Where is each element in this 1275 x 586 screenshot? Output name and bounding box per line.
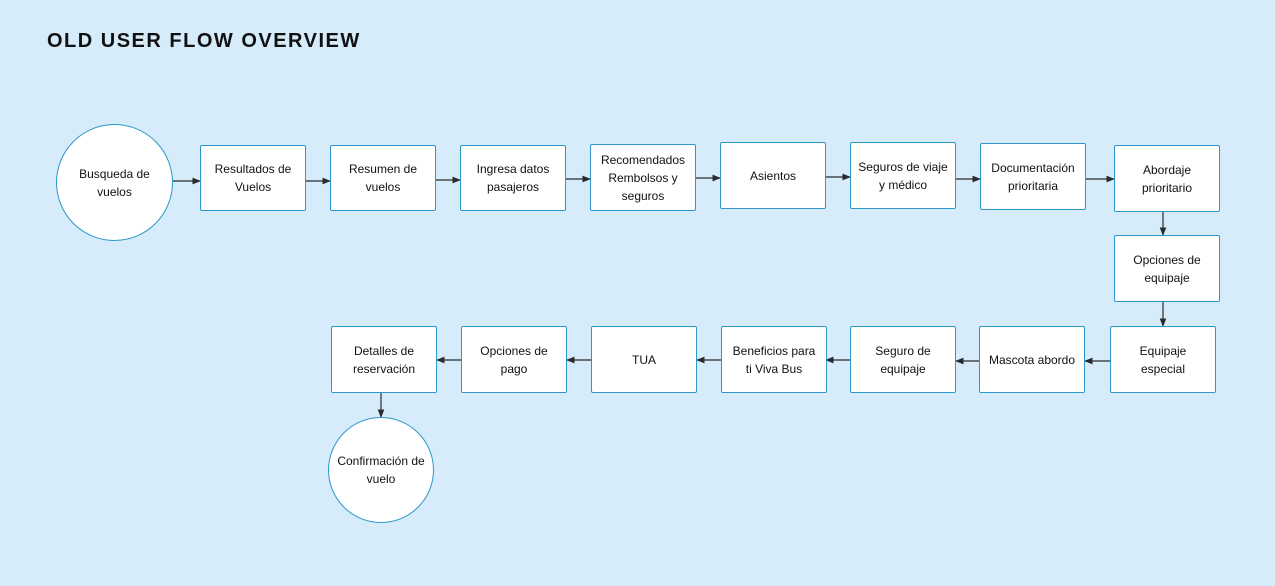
node-asientos: Asientos: [720, 142, 826, 209]
node-label: Ingresa datos pasajeros: [476, 162, 550, 194]
node-label: Asientos: [749, 168, 797, 183]
node-beneficios-viva-bus: Beneficios para ti Viva Bus: [721, 326, 827, 393]
node-label: Documentación prioritaria: [991, 160, 1075, 193]
node-mascota-abordo: Mascota abordo: [979, 326, 1085, 393]
node-opciones-de-pago: Opciones de pago: [461, 326, 567, 393]
node-label: Beneficios para ti Viva Bus: [732, 343, 816, 376]
node-detalles-de-reservacion: Detalles de reservación: [331, 326, 437, 393]
node-label: Equipaje especial: [1139, 343, 1187, 376]
node-seguro-de-equipaje: Seguro de equipaje: [850, 326, 956, 393]
node-busqueda-de-vuelos: Busqueda de vuelos: [56, 124, 173, 241]
node-documentacion-prioritaria: Documentación prioritaria: [980, 143, 1086, 210]
node-label: Resultados de Vuelos: [214, 162, 292, 194]
node-resultados-de-vuelos: Resultados de Vuelos: [200, 145, 306, 211]
node-label: Busqueda de vuelos: [79, 166, 150, 199]
node-abordaje-prioritario: Abordaje prioritario: [1114, 145, 1220, 212]
node-label: Confirmación de vuelo: [337, 454, 425, 486]
node-confirmacion-de-vuelo: Confirmación de vuelo: [328, 417, 434, 523]
page-title: OLD USER FLOW OVERVIEW: [47, 30, 361, 52]
node-label: Resumen de vuelos: [348, 162, 418, 194]
node-recomendados: Recomendados Rembolsos y seguros: [590, 144, 696, 211]
node-opciones-de-equipaje: Opciones de equipaje: [1114, 235, 1220, 302]
node-ingresa-datos-pasajeros: Ingresa datos pasajeros: [460, 145, 566, 211]
node-label: Opciones de pago: [480, 343, 548, 376]
node-label: Opciones de equipaje: [1133, 252, 1201, 285]
node-label: Mascota abordo: [988, 352, 1076, 367]
node-resumen-de-vuelos: Resumen de vuelos: [330, 145, 436, 211]
node-seguros-de-viaje: Seguros de viaje y médico: [850, 142, 956, 209]
node-label: Abordaje prioritario: [1141, 162, 1192, 195]
node-tua: TUA: [591, 326, 697, 393]
node-label: Seguro de equipaje: [875, 343, 931, 376]
node-label: Seguros de viaje y médico: [858, 159, 948, 192]
node-label: Recomendados Rembolsos y seguros: [600, 152, 686, 203]
node-label: Detalles de reservación: [352, 343, 416, 376]
node-equipaje-especial: Equipaje especial: [1110, 326, 1216, 393]
node-label: TUA: [632, 352, 656, 367]
